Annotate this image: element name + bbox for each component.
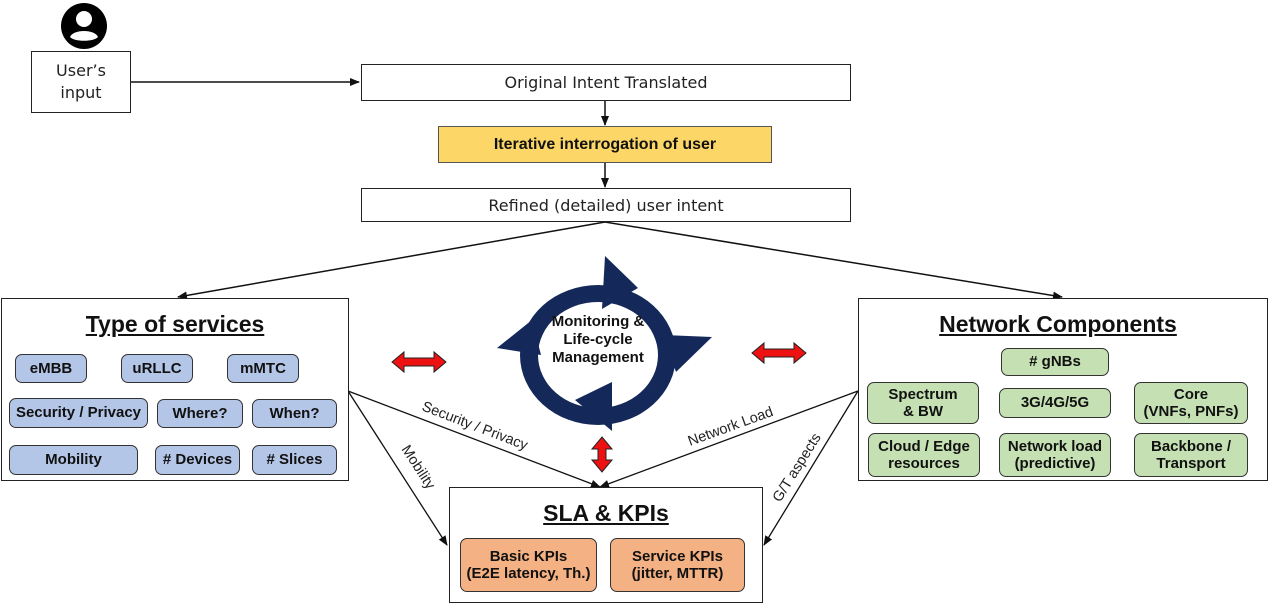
bidirectional-arrow-left <box>391 350 447 374</box>
network-chip: Spectrum & BW <box>867 382 979 424</box>
edge-label-gt-aspects: G/T aspects <box>770 431 825 506</box>
edge-mobility <box>347 390 448 546</box>
edge-gt-aspects <box>763 390 859 546</box>
kpi-chip: Service KPIs (jitter, MTTR) <box>610 538 745 592</box>
service-chip: Security / Privacy <box>9 398 148 428</box>
service-chip: Where? <box>157 399 243 428</box>
network-chip: Cloud / Edge resources <box>868 433 980 477</box>
network-chip: 3G/4G/5G <box>999 388 1111 418</box>
refined-intent-box: Refined (detailed) user intent <box>361 188 851 222</box>
service-chip: eMBB <box>15 354 87 383</box>
interrogation-box: Iterative interrogation of user <box>438 126 772 163</box>
service-chip: When? <box>252 399 337 428</box>
network-chip: Backbone / Transport <box>1134 433 1248 477</box>
sla-panel: SLA & KPIs Basic KPIs (E2E latency, Th.)… <box>449 487 763 603</box>
network-chip: # gNBs <box>1001 348 1109 376</box>
kpi-chip: Basic KPIs (E2E latency, Th.) <box>460 538 597 592</box>
arrow-refined-to-services <box>177 221 606 300</box>
lifecycle-label: Monitoring & Life-cycle Management <box>551 313 645 366</box>
sla-title: SLA & KPIs <box>543 500 669 526</box>
service-chip: mMTC <box>227 354 299 383</box>
network-chip: Core (VNFs, PNFs) <box>1134 382 1248 424</box>
user-icon <box>60 2 108 50</box>
service-chip: # Slices <box>252 445 337 475</box>
network-panel: Network Components # gNBs Spectrum & BW … <box>858 298 1268 481</box>
edge-security-privacy <box>347 390 601 488</box>
edge-label-security-privacy: Security / Privacy <box>420 399 531 454</box>
service-chip: # Devices <box>155 445 240 475</box>
services-panel: Type of services eMBB uRLLC mMTC Securit… <box>1 298 349 481</box>
cycle-arrows-icon <box>497 256 712 431</box>
services-title: Type of services <box>85 311 265 337</box>
network-chip: Network load (predictive) <box>999 433 1111 477</box>
service-chip: Mobility <box>9 445 138 475</box>
edge-network-load <box>599 390 859 488</box>
edge-label-mobility: Mobility <box>398 442 439 493</box>
original-intent-box: Original Intent Translated <box>361 64 851 101</box>
bidirectional-arrow-vertical <box>590 436 614 473</box>
network-title: Network Components <box>939 311 1177 337</box>
user-input-box: User’s input <box>31 51 131 113</box>
arrow-refined-to-network <box>604 221 1063 300</box>
bidirectional-arrow-right <box>751 341 807 365</box>
service-chip: uRLLC <box>121 354 193 383</box>
